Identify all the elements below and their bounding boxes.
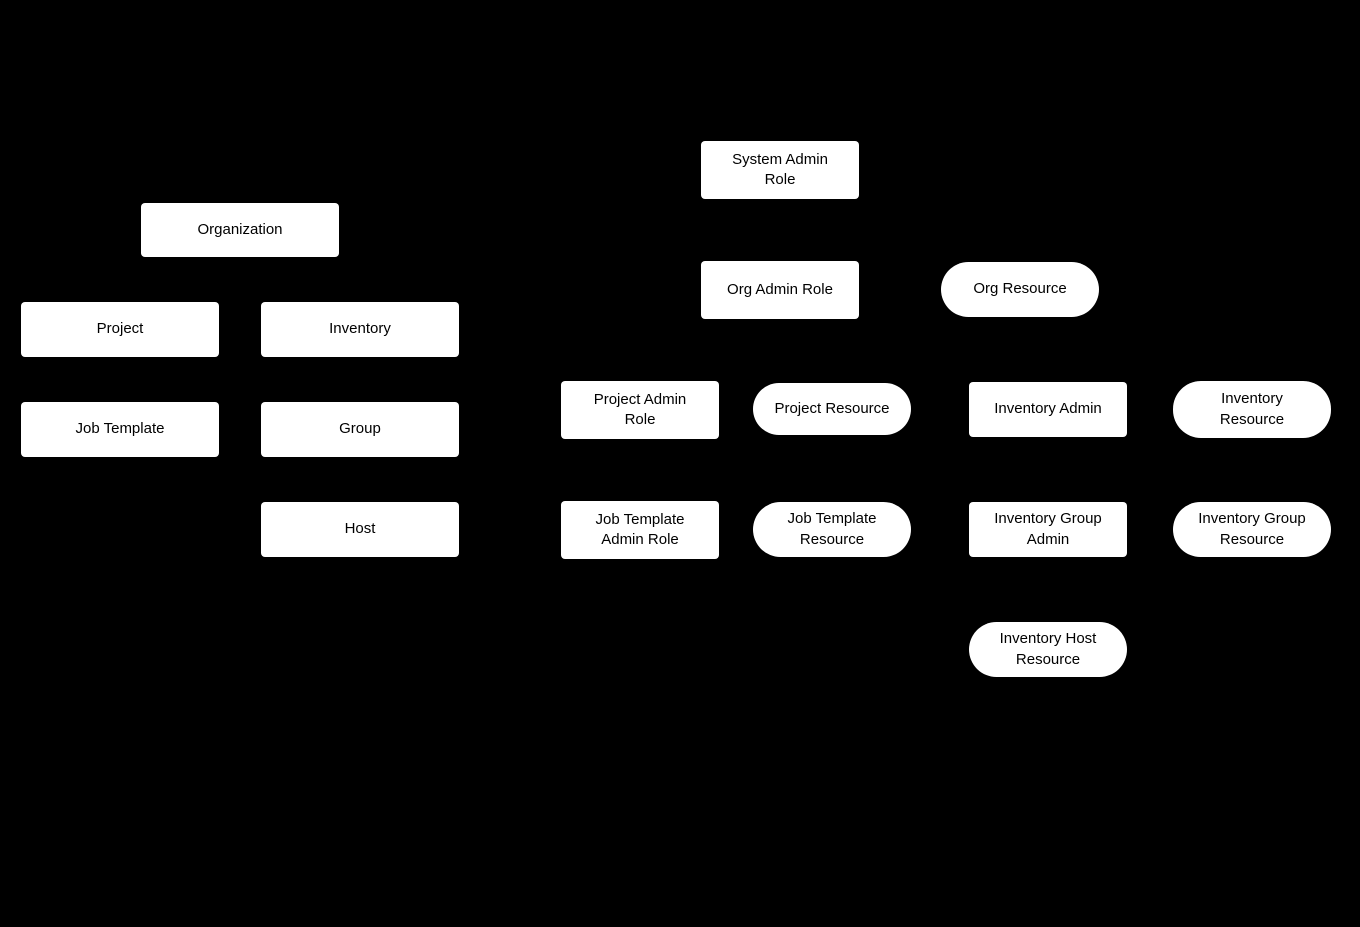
- node-job-template: Job Template: [21, 402, 219, 457]
- node-inventory-host-resource-label: Inventory Host Resource: [999, 630, 1097, 668]
- node-project: Project: [21, 302, 219, 357]
- node-job-template-resource-label: Job Template Resource: [787, 510, 877, 548]
- node-job-template-label: Job Template: [75, 420, 165, 438]
- node-organization: Organization: [141, 203, 339, 257]
- node-org-resource-label: Org Resource: [973, 280, 1067, 298]
- node-project-resource-label: Project Resource: [774, 399, 890, 417]
- node-project-admin-role: Project Admin Role: [561, 381, 719, 439]
- node-inventory-group-resource: Inventory Group Resource: [1173, 502, 1331, 557]
- node-project-admin-role-label: Project Admin Role: [593, 390, 687, 428]
- node-organization-label: Organization: [197, 220, 283, 238]
- node-inventory-group-admin: Inventory Group Admin: [969, 502, 1127, 557]
- node-project-label: Project: [96, 320, 144, 338]
- node-system-admin-role-label: System Admin Role: [732, 150, 828, 188]
- node-host: Host: [261, 502, 459, 557]
- node-org-admin-role-label: Org Admin Role: [727, 280, 833, 298]
- node-inventory-group-resource-label: Inventory Group Resource: [1198, 510, 1306, 548]
- node-org-resource: Org Resource: [941, 262, 1099, 317]
- node-org-admin-role: Org Admin Role: [701, 261, 859, 319]
- node-project-resource: Project Resource: [753, 383, 911, 435]
- node-inventory-host-resource: Inventory Host Resource: [969, 622, 1127, 677]
- node-job-template-admin-role: Job Template Admin Role: [561, 501, 719, 559]
- node-inventory-admin-label: Inventory Admin: [994, 400, 1102, 418]
- node-inventory: Inventory: [261, 302, 459, 357]
- node-system-admin-role: System Admin Role: [701, 141, 859, 199]
- node-inventory-resource: Inventory Resource: [1173, 381, 1331, 438]
- node-inventory-label: Inventory: [329, 320, 391, 338]
- node-job-template-resource: Job Template Resource: [753, 502, 911, 557]
- node-group-label: Group: [339, 420, 381, 438]
- node-inventory-resource-label: Inventory Resource: [1219, 390, 1285, 428]
- node-inventory-admin: Inventory Admin: [969, 382, 1127, 437]
- node-inventory-group-admin-label: Inventory Group Admin: [994, 510, 1102, 548]
- node-host-label: Host: [344, 520, 376, 538]
- node-job-template-admin-role-label: Job Template Admin Role: [595, 510, 685, 548]
- node-group: Group: [261, 402, 459, 457]
